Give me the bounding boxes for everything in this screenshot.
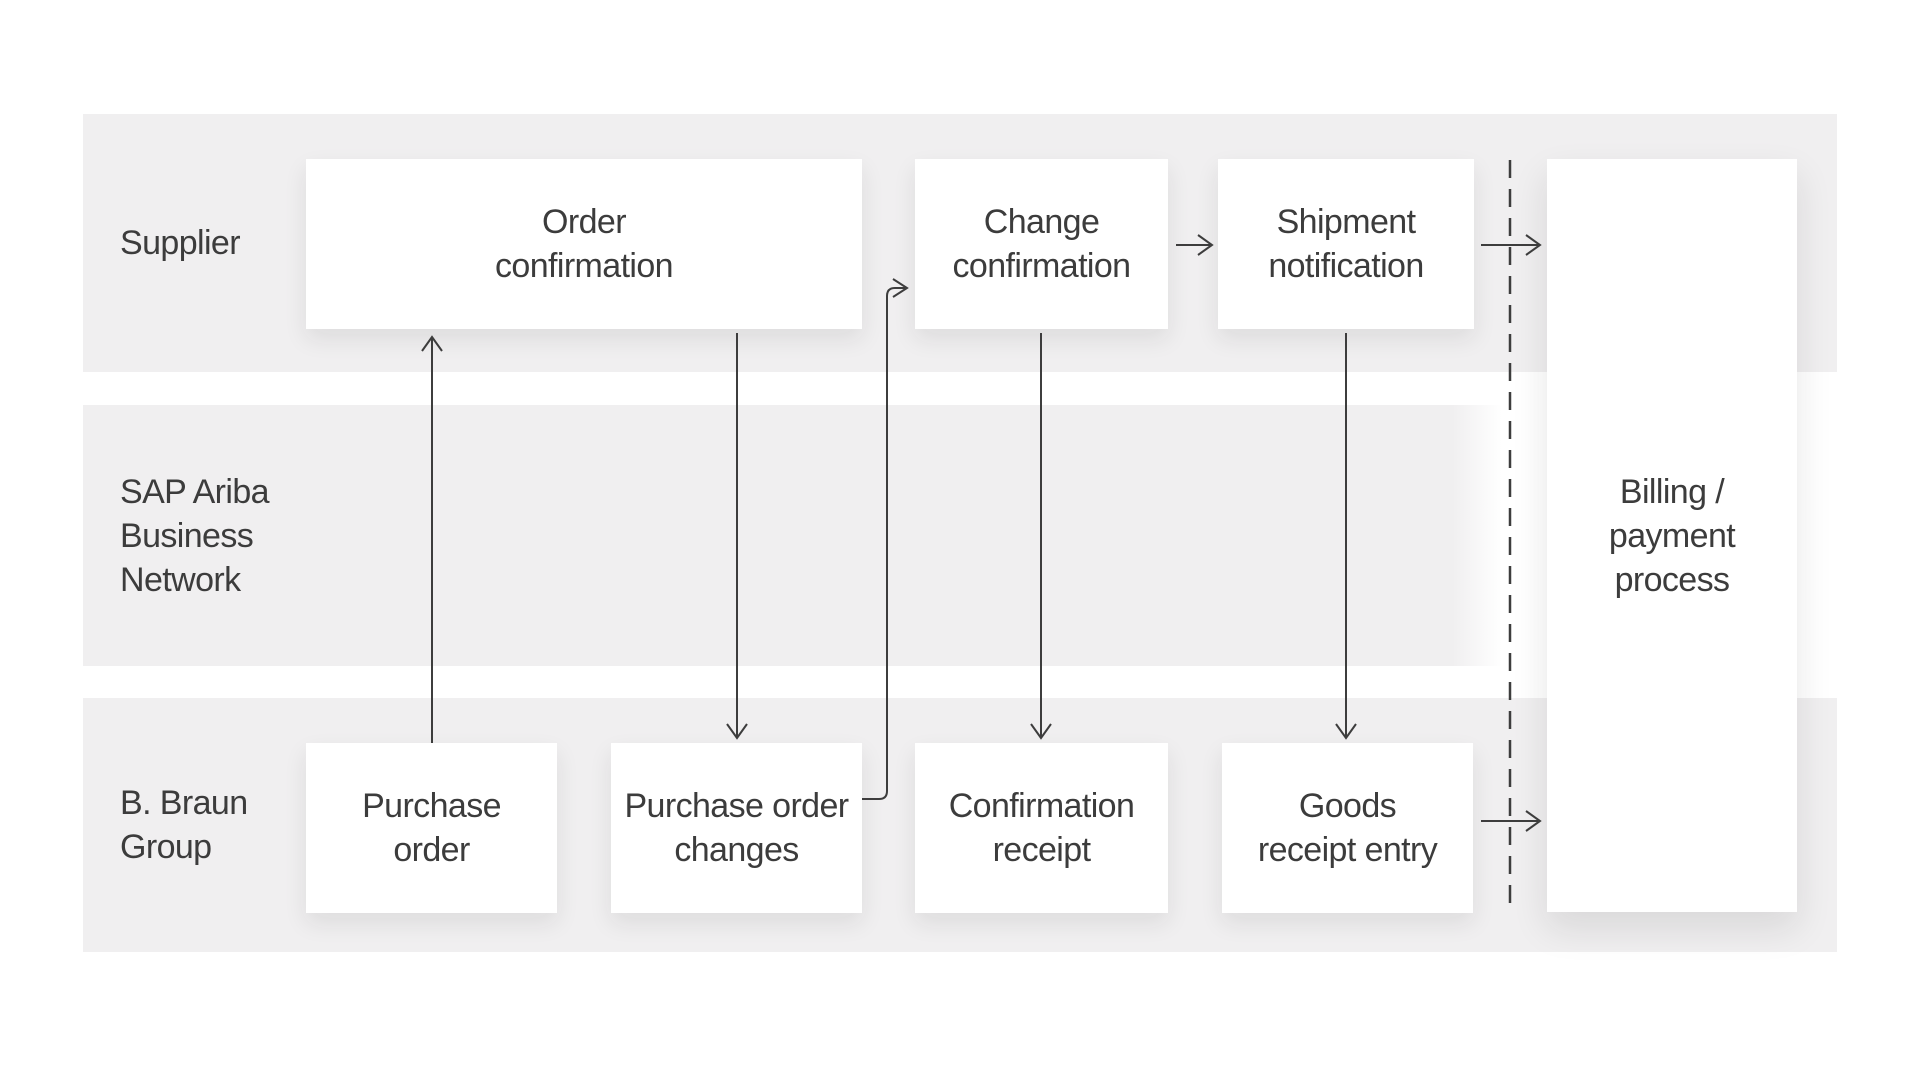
box-label-line: Shipment: [1276, 203, 1416, 241]
box-label-line: payment: [1608, 516, 1736, 555]
process-box-change-confirmation: Change confirmation: [915, 159, 1168, 329]
box-label-line: Goods: [1298, 787, 1397, 825]
box-label-line: receipt entry: [1257, 831, 1438, 869]
box-label-line: order: [393, 831, 470, 869]
lane-label-b-braun-group: B. Braun Group: [120, 781, 248, 869]
box-label-line: Purchase: [362, 787, 501, 825]
lane-label-line: Network: [120, 560, 241, 599]
lane-label-line: Group: [120, 828, 212, 866]
box-label-line: Confirmation: [948, 787, 1135, 825]
box-label-line: process: [1614, 560, 1730, 599]
box-label-line: notification: [1268, 247, 1424, 285]
process-box-shipment-notification: Shipment notification: [1218, 159, 1474, 329]
process-box-confirmation-receipt: Confirmation receipt: [915, 743, 1168, 913]
box-label-line: confirmation: [952, 247, 1132, 285]
box-label-line: receipt: [992, 831, 1091, 869]
lane-label-line: Supplier: [120, 224, 241, 262]
box-label-line: Change: [983, 203, 1100, 241]
box-label-line: Billing /: [1619, 472, 1725, 511]
process-box-billing-payment-process: Billing / payment process: [1547, 159, 1797, 912]
process-box-goods-receipt-entry: Goods receipt entry: [1222, 743, 1473, 913]
box-label-line: Order: [542, 203, 627, 241]
lane-label-supplier: Supplier: [120, 221, 241, 265]
box-label-line: changes: [674, 831, 799, 869]
process-box-purchase-order-changes: Purchase order changes: [611, 743, 862, 913]
lane-sap-ariba-business-network: SAP Ariba Business Network: [83, 405, 1502, 666]
lane-label-line: B. Braun: [120, 784, 248, 822]
process-box-order-confirmation: Order confirmation: [306, 159, 862, 329]
lane-label-line: Business: [120, 516, 254, 555]
lane-label-sap-ariba-business-network: SAP Ariba Business Network: [120, 470, 270, 602]
process-box-purchase-order: Purchase order: [306, 743, 557, 913]
box-label-line: confirmation: [495, 247, 674, 285]
lane-label-line: SAP Ariba: [120, 472, 270, 511]
box-label-line: Purchase order: [624, 787, 849, 825]
